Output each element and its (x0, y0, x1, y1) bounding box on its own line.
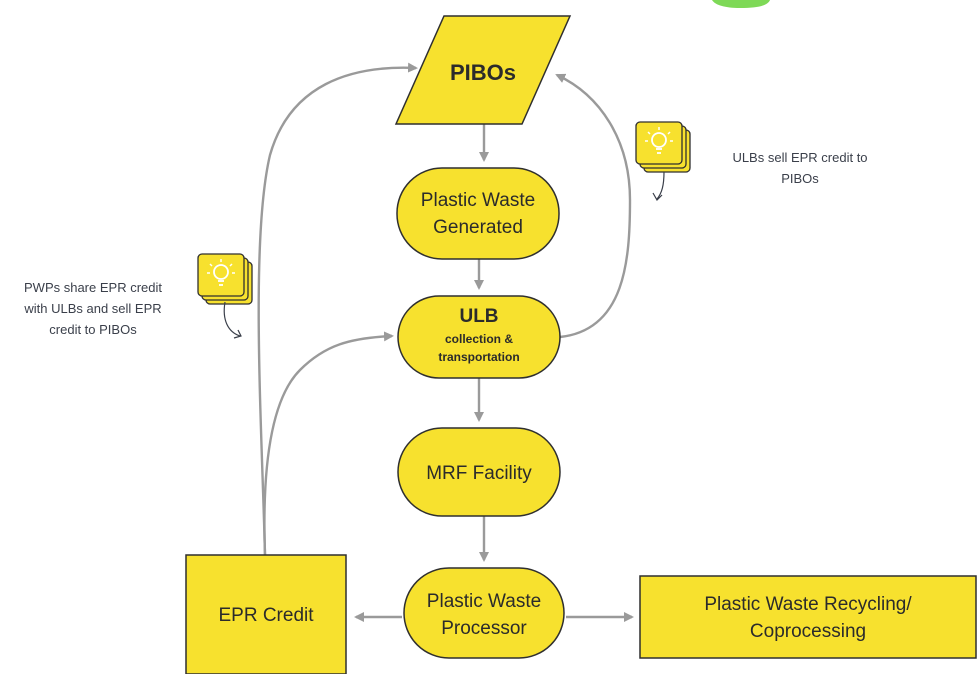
recycling-label-line2: Coprocessing (750, 621, 866, 642)
ulb-subtitle-line2: transportation (438, 350, 519, 364)
note-pwps-share-epr: PWPs share EPR credit with ULBs and sell… (0, 277, 186, 340)
ulb-subtitle-line1: collection & (445, 332, 513, 346)
lightbulb-note-icon (635, 121, 691, 173)
processor-label-line1: Plastic Waste (427, 591, 541, 612)
note-pwps-share-line1: PWPs share EPR credit (24, 280, 162, 295)
node-mrf-facility: MRF Facility (397, 427, 561, 517)
processor-label-line2: Processor (441, 618, 527, 639)
note-pwps-share-line3: credit to PIBOs (49, 322, 137, 337)
arrow-ulb-to-pibos (555, 73, 632, 339)
lightbulb-note-icon (197, 253, 253, 305)
node-ulb: ULB collection & transportation (397, 295, 561, 379)
node-plastic-waste-processor: Plastic Waste Processor (403, 567, 565, 659)
node-recycling: Plastic Waste Recycling/ Coprocessing (639, 575, 977, 659)
note-ulbs-sell-epr: ULBs sell EPR credit to PIBOs (700, 147, 900, 189)
epr-credit-label: EPR Credit (218, 605, 314, 626)
note-ulbs-sell-line2: PIBOs (781, 171, 819, 186)
note-pwps-share-line2: with ULBs and sell EPR (24, 301, 162, 316)
mrf-label: MRF Facility (426, 463, 532, 484)
node-pibos: PIBOs (394, 15, 572, 125)
node-epr-credit: EPR Credit (185, 554, 347, 674)
connectors (257, 62, 634, 622)
node-plastic-waste-generated: Plastic Waste Generated (396, 167, 560, 260)
generated-label-line1: Plastic Waste (421, 190, 535, 211)
ulb-title: ULB (459, 306, 498, 327)
curved-arrow-icon (223, 301, 242, 339)
curved-arrow-icon (652, 171, 665, 201)
arrow-epr-to-pibos (257, 62, 418, 556)
pibos-label: PIBOs (450, 60, 516, 85)
green-accent-shape (712, 0, 770, 8)
recycling-label-line1: Plastic Waste Recycling/ (704, 594, 912, 615)
note-ulbs-sell-line1: ULBs sell EPR credit to (732, 150, 868, 165)
arrow-epr-to-ulb (263, 331, 394, 556)
generated-label-line2: Generated (433, 217, 523, 238)
